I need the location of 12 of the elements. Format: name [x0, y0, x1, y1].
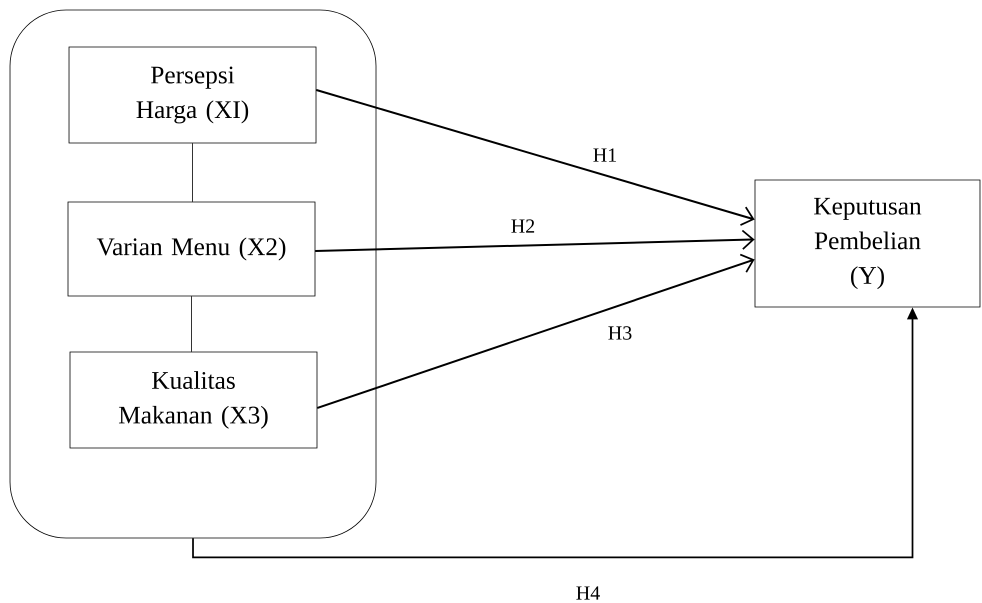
edge-label: H3 [606, 324, 634, 342]
variable-box: Kualitas Makanan (X3) [70, 352, 318, 448]
arrow [315, 230, 755, 252]
variable-box: Varian Menu (X2) [68, 202, 316, 296]
edge-label: H1 [591, 147, 619, 163]
arrow [316, 89, 755, 226]
group-frame [10, 10, 376, 538]
edge-label: H4 [574, 585, 602, 601]
variable-box: Keputusan Pembelian (Y) [754, 180, 980, 308]
variable-box: Persepsi Harga (XI) [68, 46, 316, 144]
edge-label: H2 [509, 218, 537, 234]
arrow [317, 254, 755, 409]
